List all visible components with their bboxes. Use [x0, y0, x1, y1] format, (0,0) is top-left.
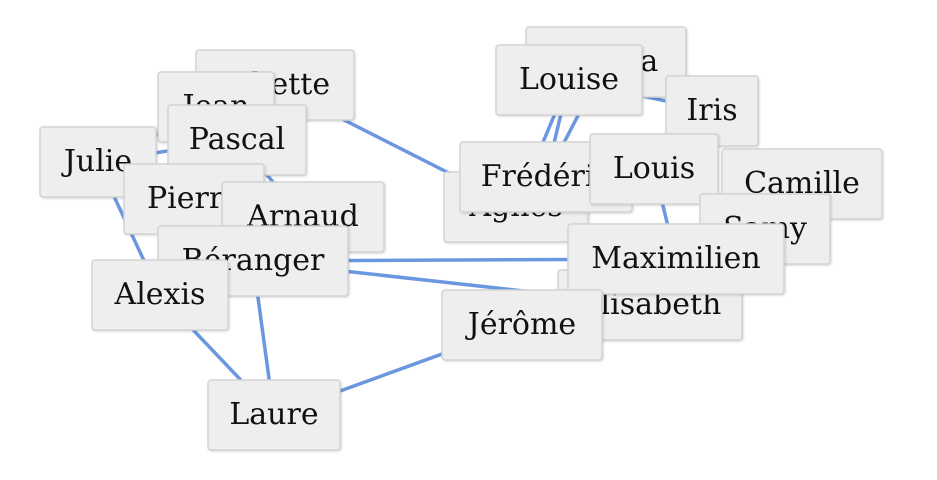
node-box [567, 223, 785, 295]
node-box [589, 133, 719, 205]
node-maximilien[interactable]: Maximilien [567, 223, 785, 295]
node-label: Pascal [189, 122, 285, 157]
node-label: Louise [519, 62, 619, 97]
node-label: Laure [229, 397, 318, 432]
node-label: Jérôme [465, 307, 576, 342]
node-label: Julie [61, 144, 132, 179]
node-box [91, 259, 229, 331]
node-box [207, 379, 341, 451]
node-iris[interactable]: Iris [665, 75, 759, 147]
node-label: Alexis [114, 277, 206, 312]
node-pascal[interactable]: Pascal [167, 104, 307, 176]
node-alexis[interactable]: Alexis [91, 259, 229, 331]
node-box [495, 44, 643, 116]
node-laure[interactable]: Laure [207, 379, 341, 451]
node-label: Iris [686, 93, 737, 128]
node-label: Maximilien [591, 241, 760, 276]
node-jerome[interactable]: Jérôme [441, 289, 603, 361]
node-label: Louis [613, 151, 695, 186]
node-layer: JulietteJeanJuliePascalPierreArnaudBéran… [39, 26, 883, 451]
node-louise[interactable]: Louise [495, 44, 643, 116]
node-box [441, 289, 603, 361]
node-louis[interactable]: Louis [589, 133, 719, 205]
